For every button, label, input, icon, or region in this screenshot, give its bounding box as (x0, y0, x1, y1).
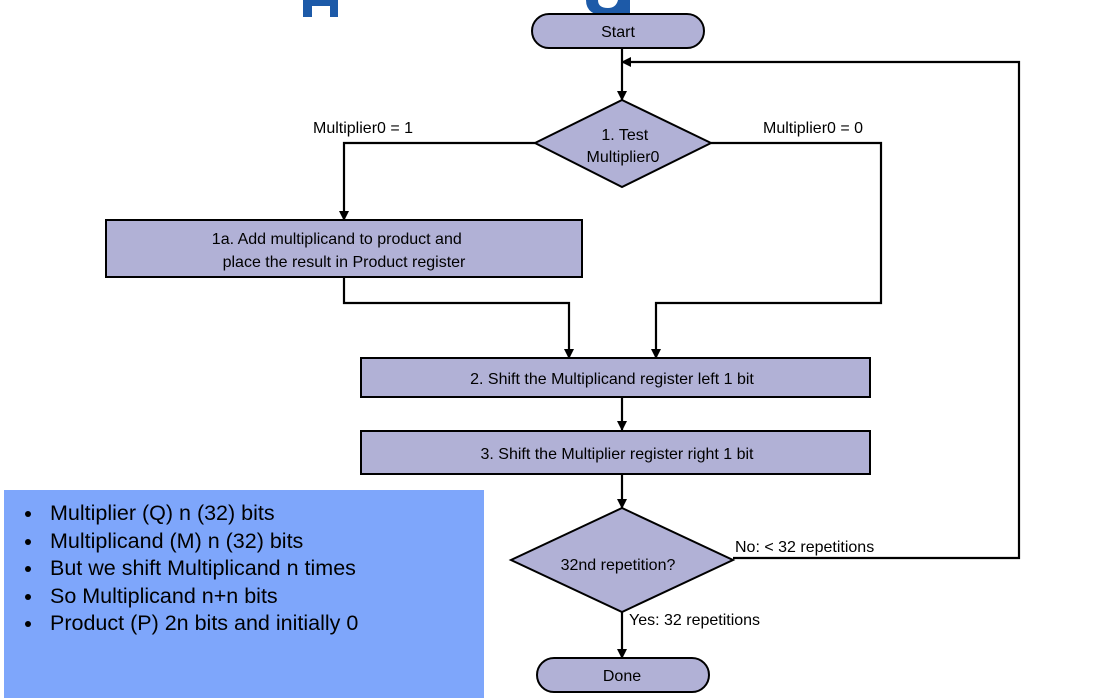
add-step-label: 1a. Add multiplicand to product and plac… (212, 231, 466, 271)
add-step-line-1: 1a. Add multiplicand to product and (212, 231, 462, 248)
shift-multiplier-step (360, 430, 871, 475)
start-terminal-label: Start (601, 24, 635, 41)
shift-multiplicand-label: 2. Shift the Multiplicand register left … (470, 371, 754, 388)
edge-add-to-shift (342, 277, 574, 359)
edge-multiplier0-0 (651, 141, 883, 359)
test-decision-line-1: 1. Test (601, 127, 648, 144)
repetition-decision (508, 506, 736, 614)
test-decision-line-2: Multiplier0 (587, 149, 660, 166)
note-item: Multiplier (Q) n (32) bits (44, 500, 484, 528)
test-multiplier0-decision (532, 98, 714, 189)
done-terminal-label: Done (603, 668, 641, 685)
notes-panel: Multiplier (Q) n (32) bits Multiplicand … (4, 490, 484, 698)
done-terminal (536, 657, 710, 693)
test-decision-label: 1. Test Multiplier0 (587, 127, 660, 166)
shift-multiplicand-step (360, 357, 871, 398)
no-branch-label: No: < 32 repetitions (735, 539, 874, 556)
yes-branch-label: Yes: 32 repetitions (629, 612, 760, 629)
add-multiplicand-step (105, 219, 583, 278)
note-item: So Multiplicand n+n bits (44, 583, 484, 611)
notes-list: Multiplier (Q) n (32) bits Multiplicand … (26, 500, 484, 638)
shift-multiplier-label: 3. Shift the Multiplier register right 1… (480, 446, 754, 463)
edge-no-loop (621, 57, 1021, 560)
multiplier0-1-label: Multiplier0 = 1 (313, 120, 413, 137)
add-step-line-2: place the result in Product register (223, 254, 466, 271)
multiplier0-0-label: Multiplier0 = 0 (763, 120, 863, 137)
start-terminal (531, 13, 705, 49)
edge-multiplier0-1 (339, 141, 535, 221)
repetition-decision-label: 32nd repetition? (561, 557, 676, 574)
note-item: But we shift Multiplicand n times (44, 555, 484, 583)
note-item: Product (P) 2n bits and initially 0 (44, 610, 484, 638)
note-item: Multiplicand (M) n (32) bits (44, 528, 484, 556)
